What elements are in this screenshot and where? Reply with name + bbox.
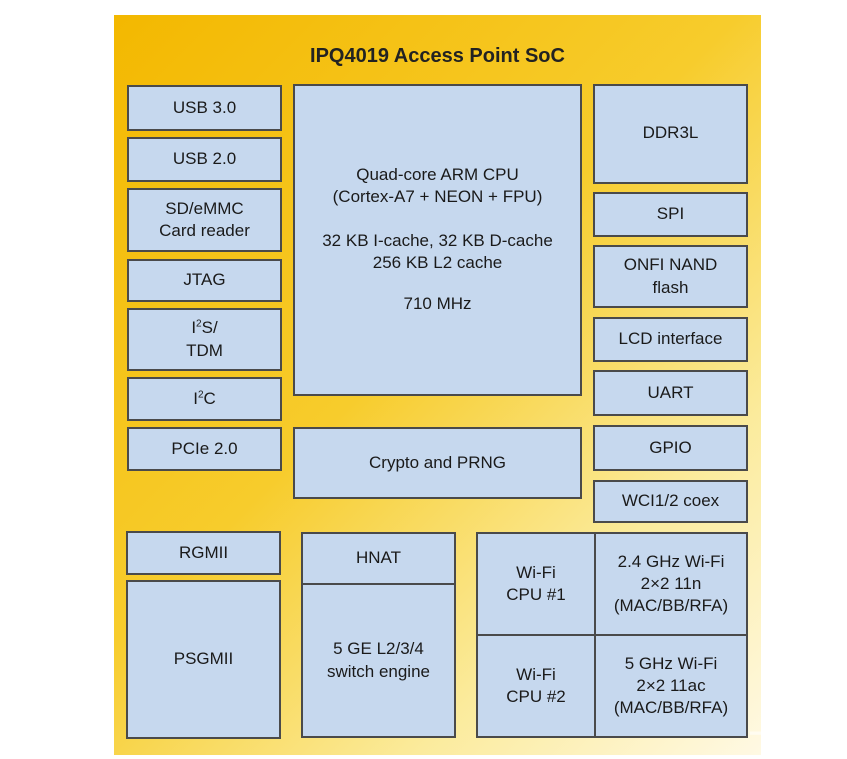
onfi-nand-label: ONFI NAND flash: [623, 255, 718, 297]
hnat-block: HNAT: [301, 532, 456, 585]
cpu-block: Quad-core ARM CPU (Cortex-A7 + NEON + FP…: [293, 84, 582, 396]
uart-block: UART: [593, 370, 748, 416]
wci-coex-label: WCI1/2 coex: [621, 491, 720, 511]
ddr3l-block: DDR3L: [593, 84, 748, 184]
usb3-block: USB 3.0: [127, 85, 282, 131]
i2c-block: I2C: [127, 377, 282, 421]
sd-emmc-block: SD/eMMC Card reader: [127, 188, 282, 252]
wifi-5ghz-block: 5 GHz Wi-Fi 2×2 11ac (MAC/BB/RFA): [594, 634, 748, 738]
hnat-label: HNAT: [355, 548, 401, 568]
diagram-title: IPQ4019 Access Point SoC: [310, 45, 565, 67]
i2s-tdm-block: I2S/ TDM: [127, 308, 282, 371]
sd-emmc-label: SD/eMMC Card reader: [159, 198, 250, 240]
ddr3l-label: DDR3L: [642, 123, 699, 142]
spi-block: SPI: [593, 192, 748, 237]
wifi-24ghz-label: 2.4 GHz Wi-Fi 2×2 11n (MAC/BB/RFA): [613, 551, 729, 616]
cpu-content: Quad-core ARM CPU (Cortex-A7 + NEON + FP…: [322, 164, 553, 315]
gpio-block: GPIO: [593, 425, 748, 471]
wifi-cpu2-label: Wi-Fi CPU #2: [506, 664, 566, 706]
psgmii-block: PSGMII: [126, 580, 281, 739]
switch-engine-block: 5 GE L2/3/4 switch engine: [301, 583, 456, 738]
lcd-interface-label: LCD interface: [618, 329, 723, 349]
jtag-label: JTAG: [183, 270, 226, 290]
cpu-cache: 32 KB I-cache, 32 KB D-cache 256 KB L2 c…: [322, 231, 553, 273]
soc-diagram: IPQ4019 Access Point SoC USB 3.0 USB 2.0…: [114, 15, 761, 755]
crypto-label: Crypto and PRNG: [369, 452, 506, 472]
pcie-block: PCIe 2.0: [127, 427, 282, 471]
onfi-nand-block: ONFI NAND flash: [593, 245, 748, 308]
i2s-tdm-label: I2S/ TDM: [186, 318, 223, 360]
rgmii-block: RGMII: [126, 531, 281, 575]
wifi-cpu1-label: Wi-Fi CPU #1: [506, 562, 566, 604]
wifi-cpu1-block: Wi-Fi CPU #1: [476, 532, 596, 636]
spi-label: SPI: [656, 204, 685, 224]
i2c-label: I2C: [193, 388, 216, 408]
pcie-label: PCIe 2.0: [171, 438, 238, 458]
lcd-interface-block: LCD interface: [593, 317, 748, 362]
usb2-block: USB 2.0: [127, 137, 282, 182]
jtag-block: JTAG: [127, 259, 282, 302]
wifi-5ghz-label: 5 GHz Wi-Fi 2×2 11ac (MAC/BB/RFA): [613, 653, 729, 718]
usb3-label: USB 3.0: [172, 97, 237, 117]
uart-label: UART: [647, 382, 694, 402]
wifi-cpu2-block: Wi-Fi CPU #2: [476, 634, 596, 738]
cpu-name: Quad-core ARM CPU (Cortex-A7 + NEON + FP…: [332, 165, 543, 207]
crypto-block: Crypto and PRNG: [293, 427, 582, 499]
usb2-label: USB 2.0: [172, 149, 237, 169]
rgmii-label: RGMII: [178, 542, 229, 562]
wci-coex-block: WCI1/2 coex: [593, 480, 748, 523]
gpio-label: GPIO: [649, 437, 692, 457]
psgmii-label: PSGMII: [173, 649, 234, 669]
watermark: 一牛网: [748, 719, 839, 750]
cpu-frequency: 710 MHz: [403, 294, 472, 314]
wifi-24ghz-block: 2.4 GHz Wi-Fi 2×2 11n (MAC/BB/RFA): [594, 532, 748, 636]
switch-engine-label: 5 GE L2/3/4 switch engine: [326, 639, 430, 681]
